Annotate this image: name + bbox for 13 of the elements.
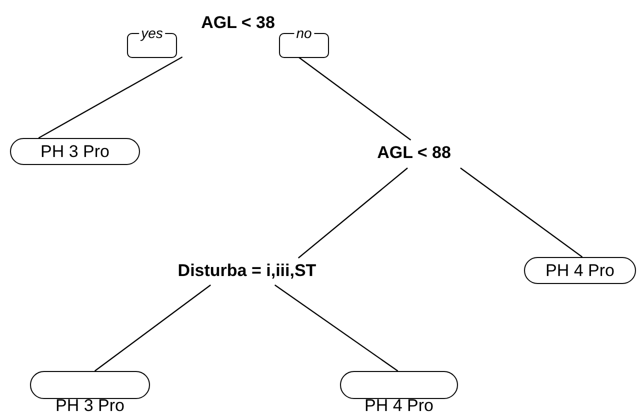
- tree-branch: [460, 168, 583, 258]
- tree-branch: [274, 284, 398, 372]
- leaf-node: PH 4 Pro: [524, 257, 636, 284]
- split-condition: AGL < 88: [360, 140, 468, 165]
- leaf-label: PH 4 Pro: [364, 396, 434, 416]
- leaf-node: PH 3 Pro: [10, 138, 140, 165]
- tree-branch: [38, 56, 183, 139]
- split-condition: AGL < 38: [180, 10, 296, 35]
- split-condition: Disturba = i,iii,ST: [140, 258, 354, 283]
- tree-branch: [94, 284, 211, 372]
- tree-branch: [298, 56, 412, 140]
- tree-branch: [298, 168, 408, 258]
- leaf-label: PH 3 Pro: [54, 396, 126, 416]
